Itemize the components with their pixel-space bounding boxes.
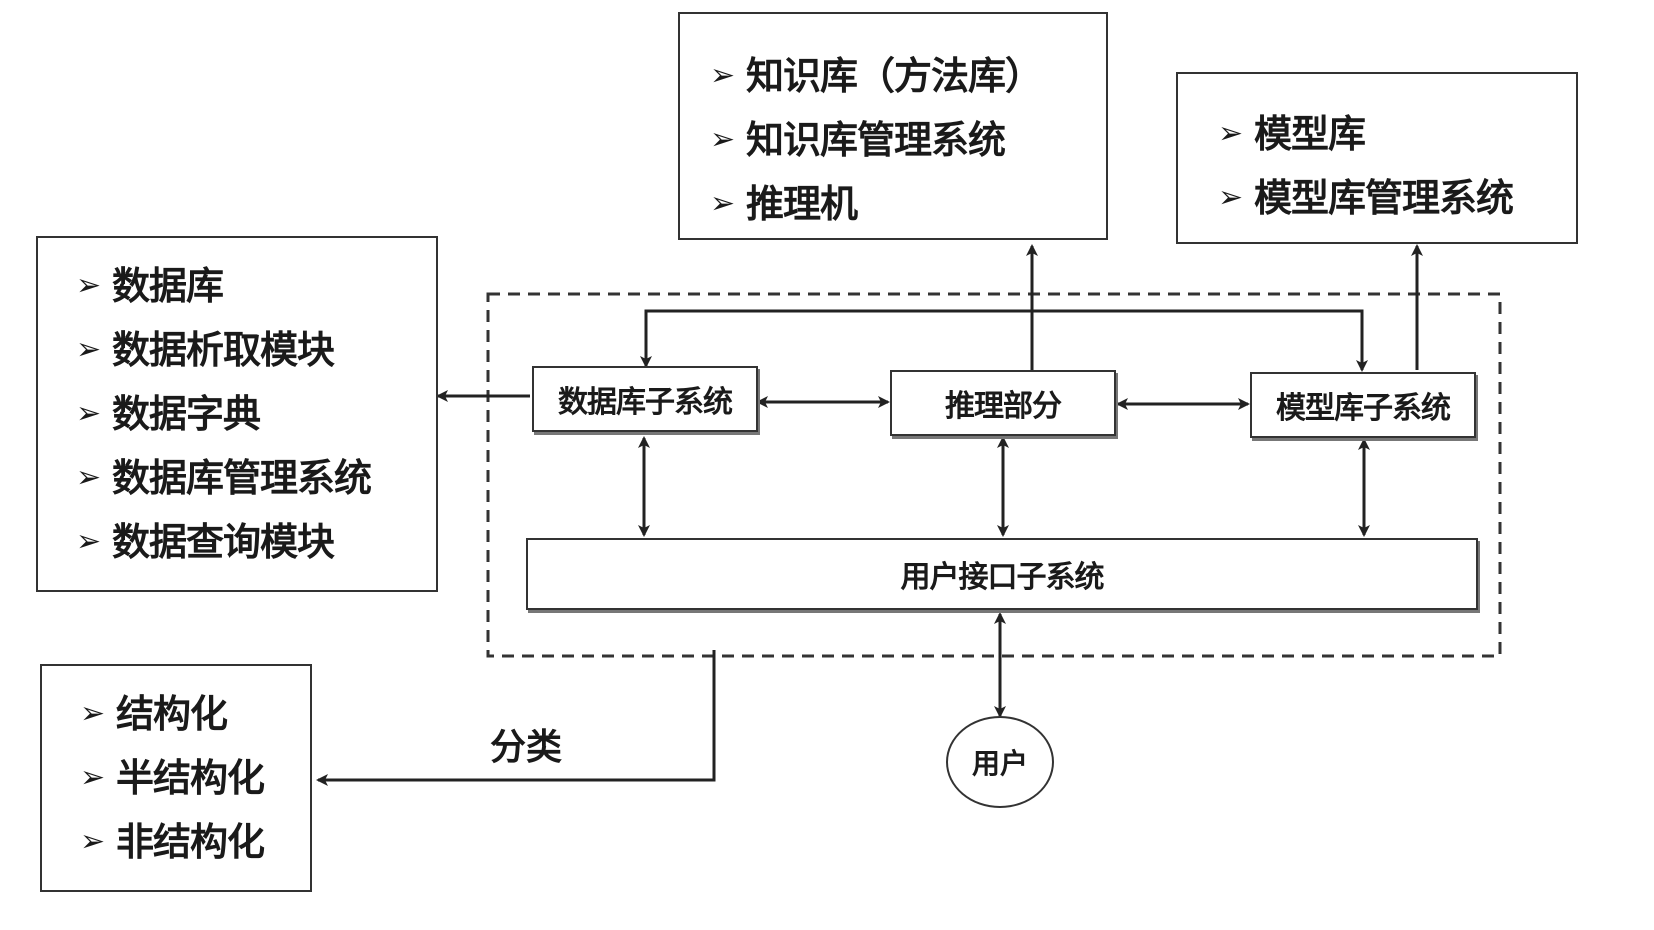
list-item: ➢模型库: [1218, 102, 1576, 166]
list-item: ➢非结构化: [80, 810, 310, 874]
list-item: ➢知识库管理系统: [710, 108, 1106, 172]
bullet-icon: ➢: [80, 696, 105, 731]
list-item: ➢数据查询模块: [76, 510, 436, 574]
model-box: ➢模型库 ➢模型库管理系统: [1176, 72, 1578, 244]
bullet-icon: ➢: [76, 460, 101, 495]
bullet-icon: ➢: [76, 268, 101, 303]
list-item: ➢结构化: [80, 682, 310, 746]
bullet-icon: ➢: [710, 58, 735, 93]
user-interface-node: 用户接口子系统: [526, 538, 1478, 610]
bullet-icon: ➢: [710, 186, 735, 221]
inference-node: 推理部分: [890, 370, 1116, 436]
classification-box: ➢结构化 ➢半结构化 ➢非结构化: [40, 664, 312, 892]
edge-db-model-top-link: [640, 309, 1368, 372]
bullet-icon: ➢: [80, 824, 105, 859]
bullet-icon: ➢: [710, 122, 735, 157]
edge-classification: [316, 650, 716, 786]
bullet-icon: ➢: [76, 524, 101, 559]
model-subsystem-node: 模型库子系统: [1250, 372, 1476, 438]
bullet-icon: ➢: [1218, 116, 1243, 151]
list-item: ➢数据字典: [76, 382, 436, 446]
bullet-icon: ➢: [76, 332, 101, 367]
list-item: ➢半结构化: [80, 746, 310, 810]
list-item: ➢数据库: [76, 254, 436, 318]
list-item: ➢推理机: [710, 172, 1106, 236]
list-item: ➢知识库（方法库）: [710, 44, 1106, 108]
bullet-icon: ➢: [80, 760, 105, 795]
knowledge-box: ➢知识库（方法库） ➢知识库管理系统 ➢推理机: [678, 12, 1108, 240]
database-subsystem-node: 数据库子系统: [532, 366, 758, 432]
list-item: ➢数据析取模块: [76, 318, 436, 382]
database-box: ➢数据库 ➢数据析取模块 ➢数据字典 ➢数据库管理系统 ➢数据查询模块: [36, 236, 438, 592]
list-item: ➢模型库管理系统: [1218, 166, 1576, 230]
classification-label: 分类: [490, 727, 563, 768]
bullet-icon: ➢: [76, 396, 101, 431]
user-node: 用户: [946, 716, 1054, 808]
bullet-icon: ➢: [1218, 180, 1243, 215]
list-item: ➢数据库管理系统: [76, 446, 436, 510]
